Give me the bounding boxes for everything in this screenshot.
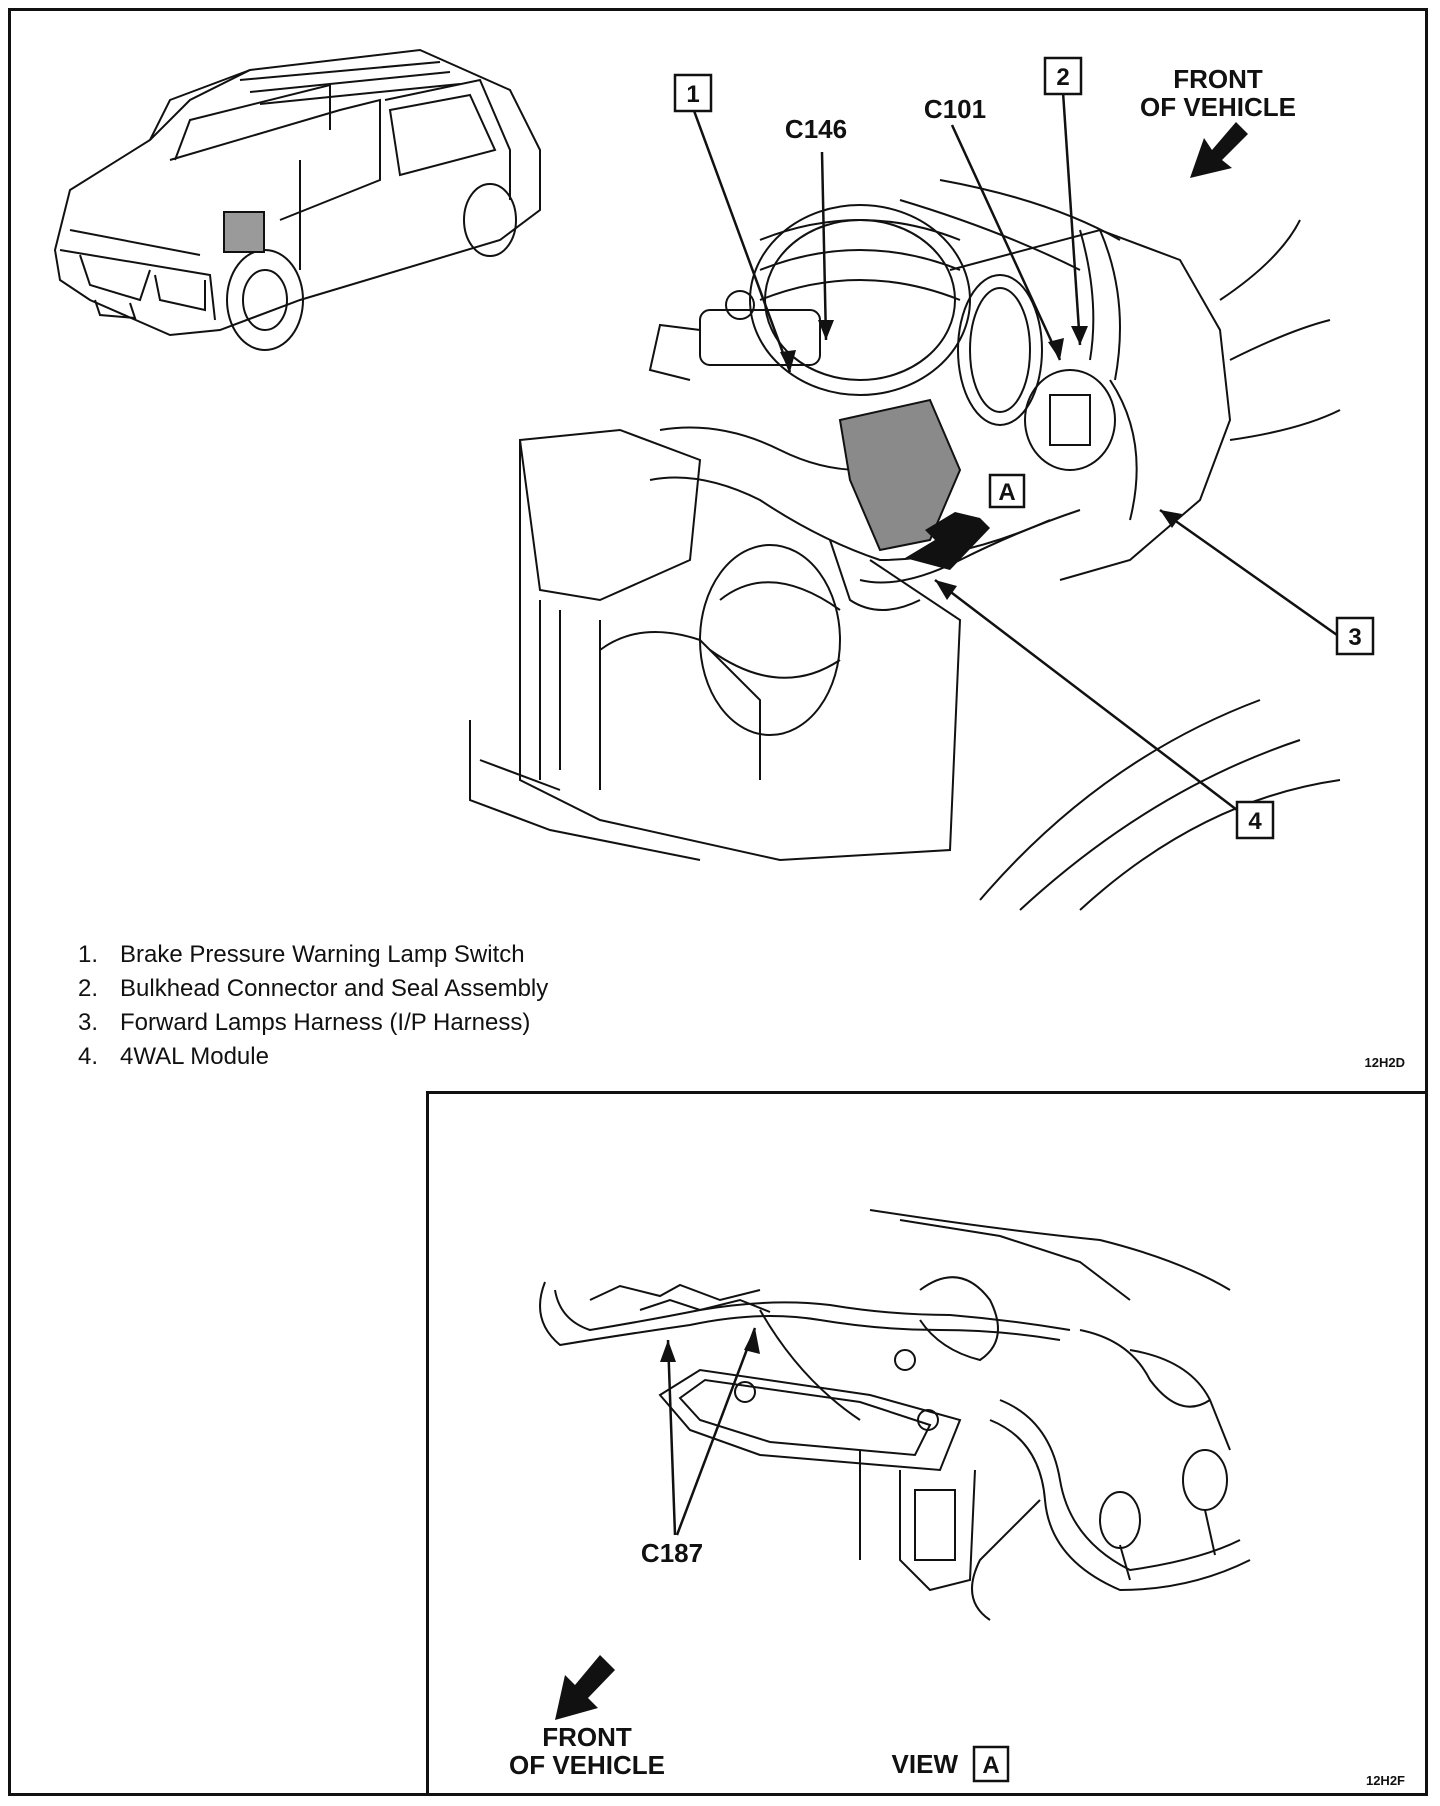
c187-leader-lines bbox=[666, 1327, 757, 1536]
view-a-direction-arrow bbox=[905, 512, 990, 570]
connector-c146-label: C146 bbox=[785, 114, 847, 144]
diagram-frame bbox=[8, 8, 1428, 1796]
front-of-vehicle-detail-line1: FRONT bbox=[542, 1722, 632, 1752]
front-of-vehicle-detail-line2: OF VEHICLE bbox=[509, 1750, 665, 1780]
legend-item-text: Bulkhead Connector and Seal Assembly bbox=[120, 975, 549, 1002]
callout-3-label: 3 bbox=[1348, 624, 1361, 651]
main-leader-arrowheads bbox=[780, 320, 1182, 600]
legend-item: 1. Brake Pressure Warning Lamp Switch bbox=[78, 938, 548, 972]
view-a-frame bbox=[426, 1091, 1428, 1796]
legend-item: 3. Forward Lamps Harness (I/P Harness) bbox=[78, 1006, 548, 1040]
view-a-marker-detail: A bbox=[972, 1745, 1010, 1783]
callout-box-2: 2 bbox=[1043, 56, 1083, 96]
view-a-marker-detail-label: A bbox=[982, 1752, 999, 1779]
legend-item-text: 4WAL Module bbox=[120, 1043, 269, 1070]
figure-code-main: 12H2D bbox=[1365, 1055, 1405, 1070]
callout-box-4: 4 bbox=[1235, 800, 1275, 840]
view-a-marker-main: A bbox=[988, 473, 1026, 509]
callout-box-3: 3 bbox=[1335, 616, 1375, 656]
front-of-vehicle-arrow-detail bbox=[555, 1655, 615, 1720]
main-leader-lines bbox=[691, 91, 1338, 811]
callout-box-1: 1 bbox=[673, 73, 713, 113]
figure-code-detail: 12H2F bbox=[1366, 1773, 1405, 1788]
legend-item-number: 3. bbox=[78, 1009, 99, 1036]
legend-item-number: 2. bbox=[78, 975, 99, 1002]
c187-leader-arrowheads bbox=[660, 1328, 760, 1362]
legend-item-number: 1. bbox=[78, 941, 99, 968]
bulkhead-engine-illustration bbox=[469, 179, 1341, 911]
front-of-vehicle-arrow-main bbox=[1190, 122, 1248, 178]
front-of-vehicle-main-line2: OF VEHICLE bbox=[1140, 92, 1296, 122]
callout-2-label: 2 bbox=[1056, 64, 1069, 91]
legend-item: 2. Bulkhead Connector and Seal Assembly bbox=[78, 972, 548, 1006]
legend-item-number: 4. bbox=[78, 1043, 99, 1070]
van-locator-illustration bbox=[53, 48, 541, 351]
connector-c187-label: C187 bbox=[641, 1538, 703, 1568]
view-a-illustration bbox=[539, 1209, 1251, 1621]
legend-item-text: Brake Pressure Warning Lamp Switch bbox=[120, 941, 525, 968]
callout-1-label: 1 bbox=[686, 81, 699, 108]
front-of-vehicle-main-line1: FRONT bbox=[1173, 64, 1263, 94]
locator-highlight-box bbox=[223, 211, 265, 253]
legend-item: 4. 4WAL Module bbox=[78, 1040, 548, 1074]
legend: 1. Brake Pressure Warning Lamp Switch 2.… bbox=[78, 938, 548, 1074]
view-a-marker-main-label: A bbox=[998, 479, 1015, 506]
connector-c101-label: C101 bbox=[924, 94, 986, 124]
view-a-label: VIEW bbox=[892, 1749, 959, 1779]
callout-4-label: 4 bbox=[1248, 808, 1262, 835]
legend-item-text: Forward Lamps Harness (I/P Harness) bbox=[120, 1009, 531, 1036]
